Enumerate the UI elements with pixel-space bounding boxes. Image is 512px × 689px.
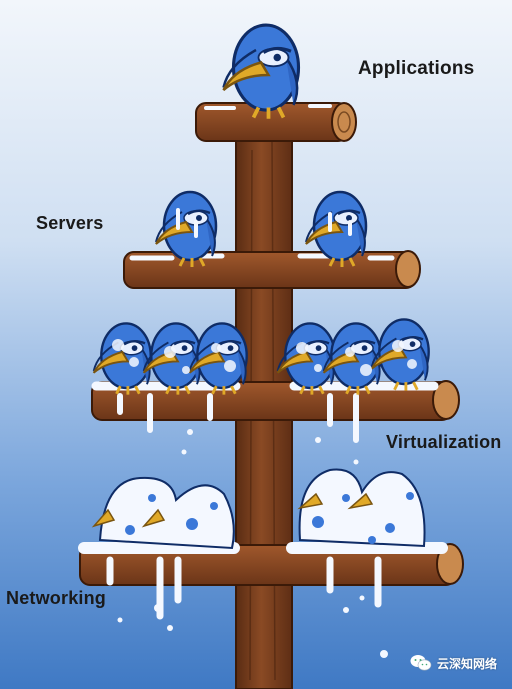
servers-crossarm — [123, 250, 421, 289]
label-virtualization: Virtualization — [386, 432, 502, 452]
wechat-icon — [410, 655, 432, 671]
top-crossarm — [195, 102, 357, 142]
virtualization-birds — [92, 317, 431, 397]
label-applications: Applications — [358, 58, 475, 79]
watermark: 云深知网络 — [410, 654, 497, 672]
label-servers: Servers — [36, 213, 104, 233]
networking-birds-frozen — [91, 468, 426, 550]
watermark-text: 云深知网络 — [437, 656, 498, 671]
label-networking: Networking — [6, 588, 107, 608]
networking-crossarm — [78, 542, 464, 620]
falling-snowflakes — [117, 429, 388, 658]
